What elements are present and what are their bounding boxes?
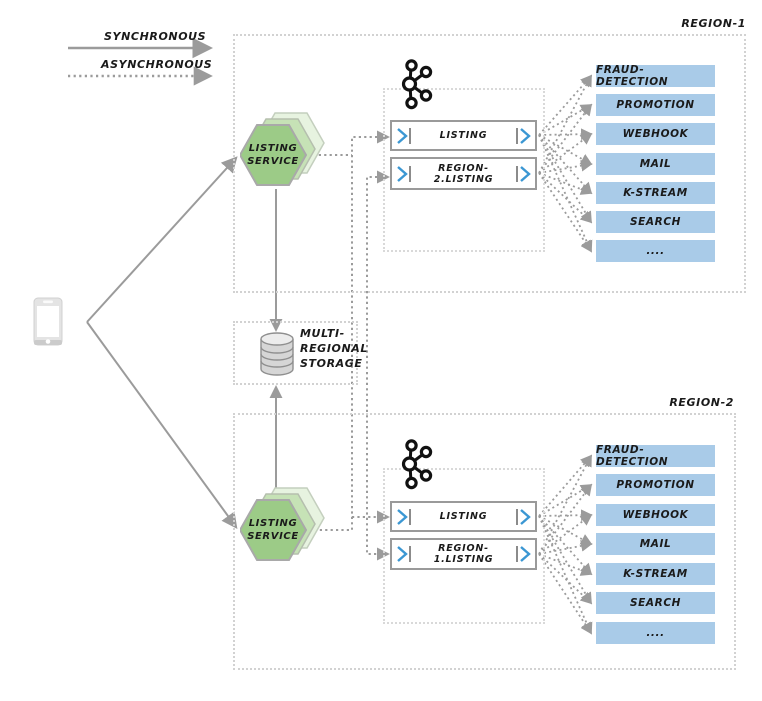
region1-service-label-line1: LISTING [248,143,298,154]
region2-consumer-k-stream: K-STREAM [596,563,715,585]
chevron-right-icon [397,508,408,525]
chevron-right-icon [520,127,531,144]
region2-topic-region1-listing: REGION-1.LISTING [390,538,537,570]
region1-consumer-k-stream: K-STREAM [596,182,715,204]
storage-boundary [233,321,358,385]
divider [516,127,518,144]
region1-consumer-webhook: WEBHOOK [596,123,715,145]
chevron-right-icon [520,508,531,525]
async-corridor-listing [310,130,390,531]
region1-mirrored-fanout [538,74,593,253]
region2-topic-listing-label: LISTING [439,511,488,522]
region2-consumer-promotion: PROMOTION [596,474,715,496]
region1-consumer-mail: MAIL [596,153,715,175]
region2-consumer-more: .... [596,622,715,644]
region1-kafka-cluster-boundary [383,88,545,252]
storage-label-line3: STORAGE [300,357,363,370]
divider [516,165,518,182]
legend-asynchronous-label: ASYNCHRONOUS [101,58,213,71]
divider [409,508,411,525]
chevron-right-icon [397,546,408,562]
storage-label-line1: MULTI- [300,327,345,340]
divider [516,546,518,562]
kafka-icon [401,439,433,490]
smartphone-icon [33,297,63,346]
chevron-right-icon [520,165,531,182]
region2-consumer-webhook: WEBHOOK [596,504,715,526]
legend-synchronous-label: SYNCHRONOUS [104,30,207,43]
divider [409,165,411,182]
region1-service-label: LISTING SERVICE [240,122,306,188]
region1-topic-region2-listing: REGION-2.LISTING [390,157,537,190]
storage-label-line2: REGIONAL [300,342,368,355]
region1-topic-region2-listing-label: REGION-2.LISTING [433,162,494,185]
chevron-right-icon [520,546,531,562]
region2-consumer-fraud-detection: FRAUD-DETECTION [596,444,715,468]
divider [516,508,518,525]
chevron-right-icon [397,165,408,182]
divider [409,546,411,562]
region1-boundary [233,34,746,293]
kafka-icon [401,59,433,110]
region2-consumer-mail: MAIL [596,533,715,555]
region2-service-label-line1: LISTING [248,518,298,529]
region2-service-label-line2: SERVICE [247,531,299,542]
region2-boundary [233,413,736,670]
divider [409,127,411,144]
region2-service-label: LISTING SERVICE [240,497,306,563]
region2-service-hexagon [240,487,325,561]
region2-topic-region1-listing-label: REGION-1.LISTING [433,543,494,565]
region1-service-label-line2: SERVICE [247,156,299,167]
region2-consumer-search: SEARCH [596,592,715,614]
region2-topic-listing: LISTING [390,501,537,532]
chevron-right-icon [397,127,408,144]
region1-label: REGION-1 [681,17,746,30]
region2-mirrored-fanout [538,454,593,635]
region1-topic-listing: LISTING [390,120,537,151]
region1-consumer-search: SEARCH [596,211,715,233]
region1-consumer-promotion: PROMOTION [596,94,715,116]
database-icon [260,332,294,376]
region1-topic-listing-label: LISTING [439,130,488,141]
region1-service-hexagon [240,112,325,186]
region2-label: REGION-2 [669,396,734,409]
arrow-client-to-region2-service [86,321,238,529]
region1-consumer-more: .... [596,240,715,262]
region1-consumer-fraud-detection: FRAUD-DETECTION [596,64,715,88]
region2-kafka-cluster-boundary [383,468,545,624]
arrow-client-to-region1-service [86,156,238,323]
